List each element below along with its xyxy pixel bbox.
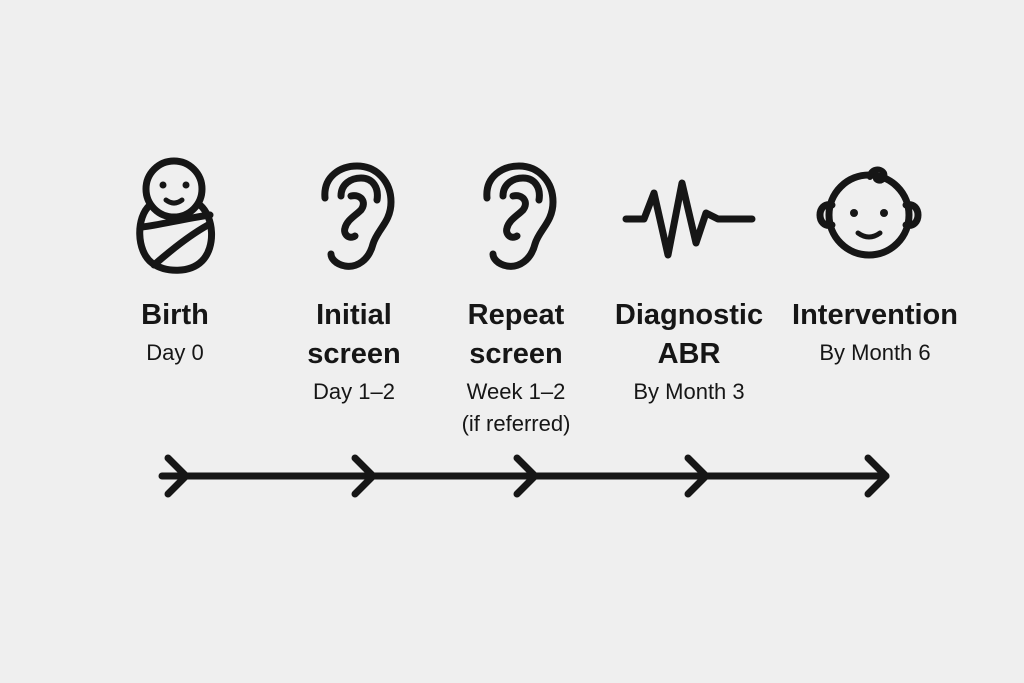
step-time: By Month 6 — [819, 340, 931, 365]
step-repeat-screen: Repeat screen Week 1–2 (if referred) — [406, 296, 626, 442]
step-time: Day 0 — [146, 340, 204, 365]
step-title: screen — [469, 338, 563, 370]
timeline-arrow — [158, 454, 890, 498]
step-title: Diagnostic — [614, 299, 764, 331]
chevron-right-icon — [684, 454, 710, 498]
step-title: Repeat — [467, 299, 565, 331]
chevron-right-icon — [513, 454, 539, 498]
waveform-icon — [622, 179, 756, 259]
chevron-right-icon — [164, 454, 190, 498]
step-title: Birth — [141, 299, 209, 331]
ear-icon — [483, 162, 557, 270]
step-diagnostic-abr: Diagnostic ABR By Month 3 — [579, 296, 799, 410]
ear-icon — [321, 162, 395, 270]
swaddled-baby-icon — [136, 157, 216, 274]
arrow-head-icon — [864, 454, 890, 498]
step-initial-screen: Initial screen Day 1–2 — [244, 296, 464, 410]
step-intervention: Intervention By Month 6 — [765, 296, 985, 371]
step-title: screen — [307, 338, 401, 370]
baby-face-icon — [816, 166, 922, 259]
chevron-right-icon — [351, 454, 377, 498]
step-note: (if referred) — [461, 411, 571, 436]
step-time: Day 1–2 — [313, 379, 395, 404]
step-title: Intervention — [792, 299, 958, 331]
step-birth: Birth Day 0 — [65, 296, 285, 371]
step-time: Week 1–2 — [466, 379, 566, 404]
step-title: ABR — [657, 338, 721, 370]
step-time: By Month 3 — [633, 379, 745, 404]
step-title: Initial — [316, 299, 392, 331]
